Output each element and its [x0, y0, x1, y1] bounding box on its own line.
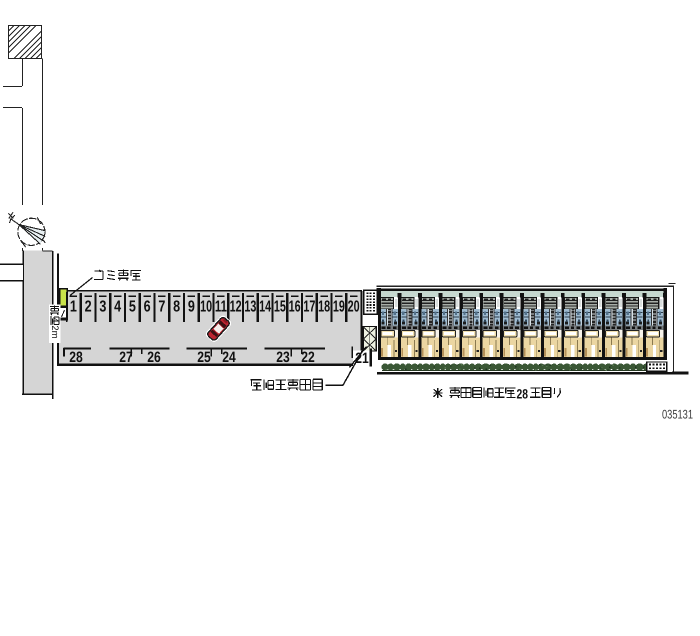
svg-text:18: 18: [318, 299, 330, 316]
svg-text:10: 10: [200, 299, 212, 316]
svg-text:7: 7: [158, 299, 165, 316]
svg-text:17: 17: [303, 299, 315, 316]
svg-text:22: 22: [301, 349, 315, 366]
svg-text:28: 28: [69, 349, 83, 366]
svg-text:20: 20: [348, 299, 360, 316]
svg-text:4: 4: [114, 299, 121, 316]
svg-text:27: 27: [119, 349, 133, 366]
svg-text:9: 9: [188, 299, 195, 316]
svg-text:4.2m: 4.2m: [49, 317, 60, 338]
svg-text:19: 19: [333, 299, 345, 316]
svg-text:6: 6: [144, 299, 151, 316]
svg-text:035131: 035131: [662, 408, 693, 422]
svg-text:12: 12: [230, 299, 242, 316]
svg-text:21: 21: [355, 350, 369, 367]
svg-text:13: 13: [244, 299, 256, 316]
svg-text:2: 2: [85, 299, 92, 316]
svg-text:16: 16: [289, 299, 301, 316]
svg-text:23: 23: [276, 349, 290, 366]
svg-text:8: 8: [173, 299, 180, 316]
svg-text:5: 5: [129, 299, 136, 316]
svg-text:15: 15: [274, 299, 286, 316]
svg-text:26: 26: [147, 349, 161, 366]
svg-text:11: 11: [215, 299, 227, 316]
svg-text:25: 25: [197, 349, 211, 366]
svg-text:14: 14: [259, 299, 271, 316]
svg-text:24: 24: [222, 349, 236, 366]
svg-text:28: 28: [517, 387, 529, 402]
svg-text:3: 3: [99, 299, 106, 316]
svg-text:1: 1: [70, 299, 77, 316]
